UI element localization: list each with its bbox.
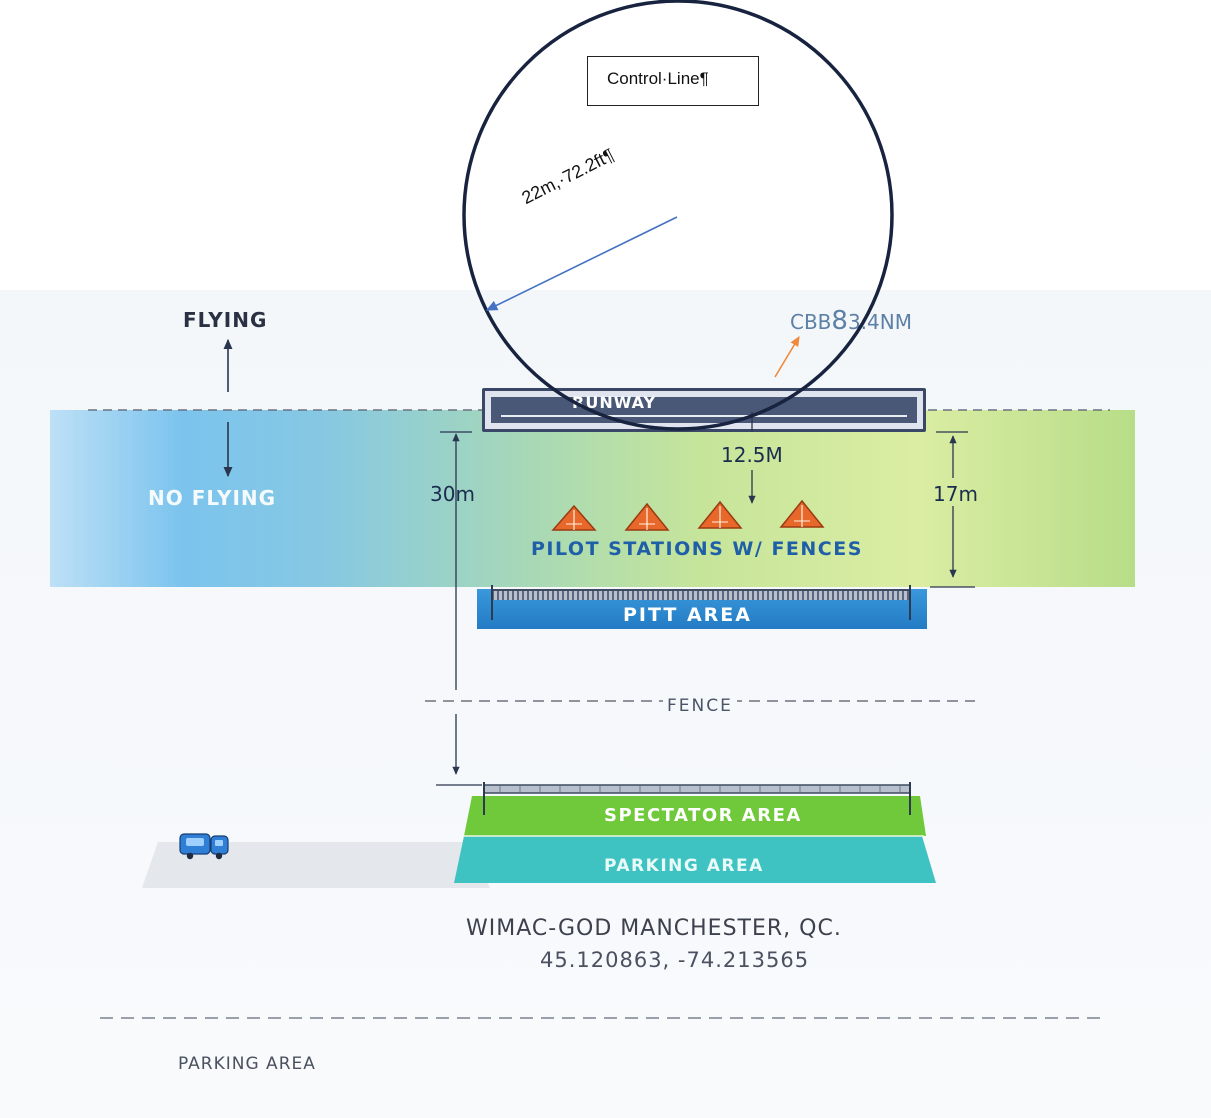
dimension-12-5m: 12.5M (721, 443, 783, 467)
radius-line (485, 216, 678, 311)
runway-surface (491, 397, 917, 423)
location-title: WIMAC-GOD MANCHESTER, QC. (466, 916, 842, 941)
pitt-fence (492, 589, 910, 600)
dimension-17m: 17m (933, 482, 978, 506)
spectator-fence-mesh (499, 785, 901, 793)
control-line-circle (462, 0, 894, 431)
runway (482, 388, 926, 432)
tent-icon (779, 499, 825, 528)
fence-label: FENCE (663, 696, 737, 716)
parking-area (454, 836, 936, 883)
tent-icon (697, 500, 743, 529)
no-flying-label: NO FLYING (148, 486, 277, 510)
runway-label: RUNWAY (572, 393, 657, 412)
cbb-prefix: CBB (790, 310, 832, 334)
bottom-parking-area-label: PARKING AREA (178, 1054, 316, 1074)
control-line-textbox (587, 56, 759, 106)
spectator-area-label: SPECTATOR AREA (604, 805, 802, 826)
road-shadow (142, 842, 490, 888)
spectator-area (464, 796, 926, 836)
tent-icon (551, 504, 597, 531)
pilot-stations-label: PILOT STATIONS W/ FENCES (531, 538, 863, 560)
location-coordinates: 45.120863, -74.213565 (540, 948, 810, 972)
flying-label: FLYING (183, 308, 268, 332)
control-line-label: Control·Line¶ (607, 69, 709, 88)
cbb-big-digit: 8 (831, 306, 848, 336)
truck-icon (179, 833, 229, 860)
parking-area-label: PARKING AREA (604, 856, 764, 876)
dimension-30m: 30m (430, 482, 475, 506)
pitt-area-label: PITT AREA (623, 604, 752, 626)
tent-icon (624, 502, 670, 531)
spectator-fence-rail (483, 784, 911, 794)
runway-centerline (501, 415, 907, 417)
cbb-pointer-arrow (774, 336, 800, 378)
